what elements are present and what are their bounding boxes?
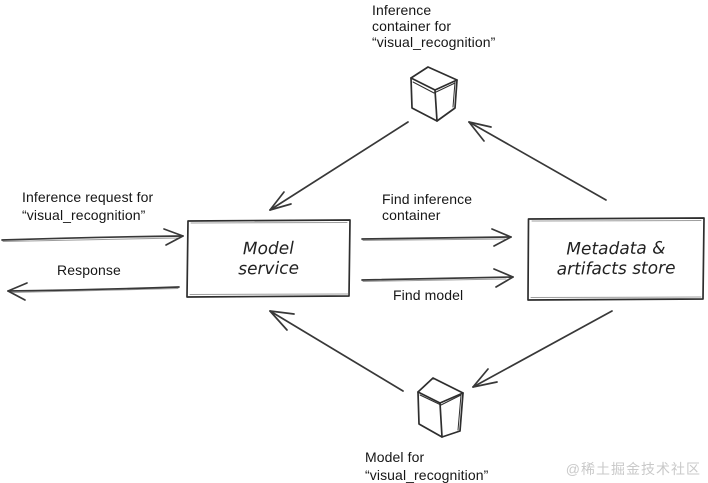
label-line: Inference [372, 2, 432, 18]
label-line: container [382, 207, 441, 223]
label-line: artifacts store [556, 258, 676, 280]
label-line: Model for [365, 449, 425, 465]
response-label: Response [57, 262, 121, 278]
label-line: “visual_recognition” [365, 467, 489, 483]
metadata-to-container-arrow [468, 121, 607, 201]
inference-container-cube-icon [410, 66, 458, 122]
label-line: Metadata & [566, 238, 666, 260]
find-inference-container-arrow [361, 228, 512, 247]
model-cube-icon [417, 377, 464, 438]
model-cube-to-service-arrow [269, 310, 404, 392]
model-service-box [186, 219, 351, 298]
response-arrow [7, 282, 180, 301]
find-inference-container-label: Find inference container [382, 191, 472, 223]
model-service-label: Model service [187, 219, 351, 298]
label-line: “visual_recognition” [372, 34, 496, 50]
label-line: container for [372, 18, 452, 34]
label-line: service [238, 258, 300, 279]
inference-request-label: Inference request for “visual_recognitio… [22, 188, 153, 224]
metadata-to-model-cube-arrow [472, 310, 613, 388]
container-to-model-service-arrow [269, 121, 409, 211]
model-for-label: Model for “visual_recognition” [365, 448, 488, 483]
find-model-label: Find model [393, 287, 464, 303]
watermark: @稀土掘金技术社区 [565, 461, 701, 477]
metadata-store-box [527, 217, 705, 301]
label-line: Model [242, 238, 295, 259]
label-line: Find inference [382, 191, 473, 207]
inference-container-label: Inference container for “visual_recognit… [372, 2, 495, 50]
metadata-store-label: Metadata & artifacts store [528, 217, 705, 301]
label-line: Inference request for [22, 189, 154, 205]
find-model-arrow [361, 268, 514, 288]
inference-request-arrow [1, 228, 184, 246]
label-line: “visual_recognition” [22, 207, 146, 223]
